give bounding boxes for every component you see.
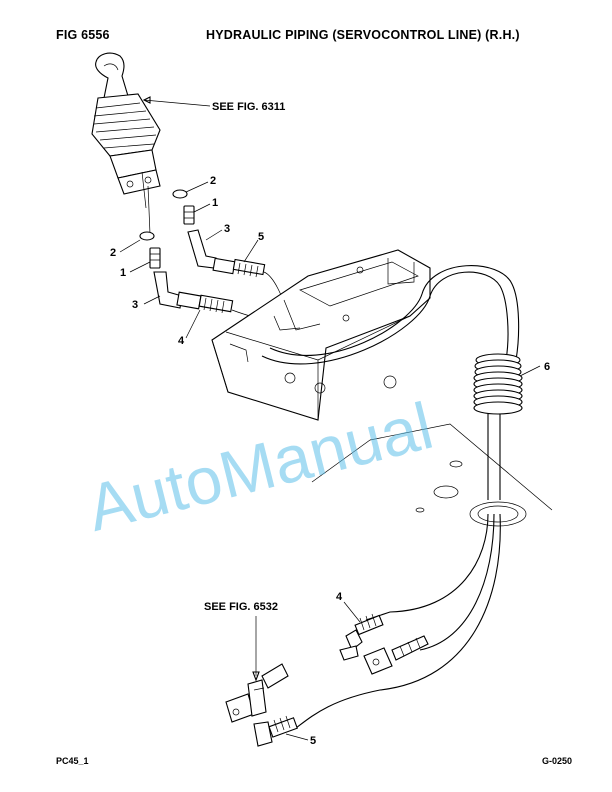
watermark: AutoManual: [80, 388, 440, 545]
figure-number: FIG 6556: [56, 28, 110, 42]
leader-lines: [119, 96, 541, 741]
o-ring-2b: [139, 231, 155, 241]
hose-fitting-5-top: [212, 257, 266, 278]
callout-2-top: 2: [210, 175, 216, 187]
hose-loop-inner: [269, 265, 520, 361]
callout-4-top: 4: [178, 335, 185, 347]
hose-fitting-4-bottom: [339, 613, 384, 661]
machine-frame: [211, 249, 431, 421]
footer-model-code: PC45_1: [56, 756, 89, 766]
adapter-1a: [183, 205, 195, 225]
adapter-1b: [149, 247, 161, 269]
callout-6: 6: [544, 361, 550, 373]
callout-5-bottom: 5: [310, 735, 316, 747]
callout-1-left: 1: [120, 267, 126, 279]
hose-fitting-5-bottom: [253, 715, 298, 747]
callout-2-left: 2: [110, 247, 116, 259]
callout-4-bottom: 4: [336, 591, 343, 603]
see-fig-6311-label: SEE FIG. 6311: [212, 101, 285, 113]
callout-1-top: 1: [212, 197, 218, 209]
figure-title: HYDRAULIC PIPING (SERVOCONTROL LINE) (R.…: [206, 28, 520, 42]
spiral-guard-6: [473, 353, 523, 415]
tee-fitting-right: [363, 635, 429, 675]
elbow-3a: [187, 229, 217, 269]
hose-loop-outer: [261, 271, 509, 365]
callout-5-top: 5: [258, 231, 264, 243]
valve-fitting-left: [225, 663, 289, 723]
footer-page-code: G-0250: [541, 756, 572, 766]
callout-3-left: 3: [132, 299, 138, 311]
joystick-assembly: [91, 52, 161, 235]
floor-plate: [311, 423, 553, 527]
see-fig-6532-label: SEE FIG. 6532: [204, 601, 278, 613]
hose-fitting-4-top: [176, 291, 234, 314]
callout-3-top: 3: [224, 223, 230, 235]
o-ring-2a: [172, 189, 188, 199]
